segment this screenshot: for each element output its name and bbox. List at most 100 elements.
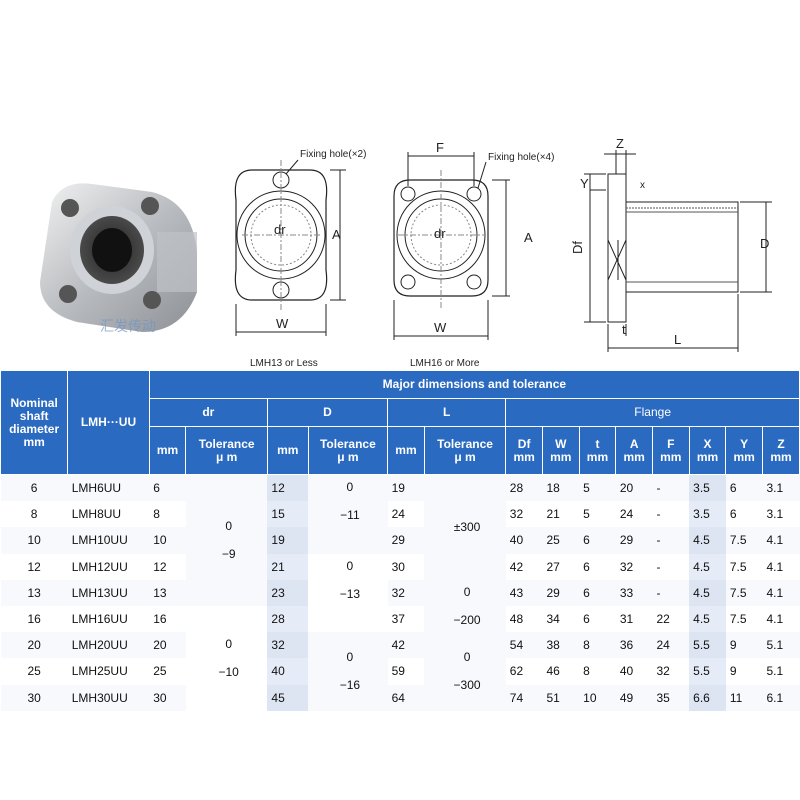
cell-d-tolerance: 0−16 bbox=[308, 632, 388, 711]
cell-df: 28 bbox=[505, 474, 543, 502]
cell-x: 4.5 bbox=[689, 605, 726, 633]
bore-label: dr bbox=[274, 222, 286, 237]
cell-z: 6.1 bbox=[762, 684, 800, 711]
cell-z: 4.1 bbox=[766, 559, 784, 574]
cell-d-tolerance bbox=[308, 605, 388, 633]
cell-y: 9 bbox=[725, 632, 763, 659]
cell-f: - bbox=[652, 579, 690, 606]
cell-d: 21 bbox=[267, 553, 309, 580]
table-row: 6 LMH6UU 6 0−9 12 0−11 19 ±300 28 18 5 2… bbox=[0, 474, 800, 606]
cell-f: - bbox=[652, 527, 690, 554]
cell-l: 30 bbox=[391, 559, 405, 574]
cell-z: 5.1 bbox=[762, 632, 800, 659]
cell-z: 3.1 bbox=[766, 507, 784, 522]
cell-x: 5.5 bbox=[689, 658, 726, 685]
cell-df: 48 bbox=[509, 612, 524, 627]
cell-d: 45 bbox=[267, 684, 309, 711]
cell-x: 5.5 bbox=[689, 632, 726, 659]
cell-a: 31 bbox=[619, 612, 634, 627]
height-a-label: A bbox=[524, 230, 533, 245]
cell-model: LMH13UU bbox=[67, 579, 150, 606]
cell-w: 34 bbox=[546, 612, 560, 627]
cell-a: 33 bbox=[615, 579, 653, 606]
cell-l: 37 bbox=[391, 612, 405, 627]
cell-w: 38 bbox=[542, 632, 580, 659]
cell-d: 19 bbox=[267, 527, 309, 554]
cell-t: 6 bbox=[579, 579, 616, 606]
cell-dr-tolerance: 0−10 bbox=[185, 605, 268, 711]
cell-z: 3.1 bbox=[762, 474, 800, 502]
cell-d: 23 bbox=[267, 579, 309, 606]
cell-f: 32 bbox=[656, 664, 670, 679]
cell-dr: 13 bbox=[149, 579, 186, 606]
cell-x: 4.5 bbox=[689, 527, 726, 554]
cell-x: 3.5 bbox=[689, 501, 726, 528]
cell-df: 42 bbox=[509, 559, 524, 574]
cell-w: 51 bbox=[542, 684, 580, 711]
cell-l-tolerance: ±300 bbox=[424, 474, 506, 580]
cell-nominal: 16 bbox=[27, 612, 41, 627]
table-row: 12 LMH12UU 12 21 0−13 30 42 27 6 32 - 4.… bbox=[1, 553, 800, 606]
cell-t: 10 bbox=[579, 684, 616, 711]
cell-w: 18 bbox=[542, 474, 580, 502]
cell-df: 54 bbox=[505, 632, 543, 659]
cell-d-tolerance: 0−13 bbox=[308, 553, 388, 606]
header-l-mm: mm bbox=[387, 426, 425, 475]
cell-l: 42 bbox=[387, 632, 425, 659]
cell-f: 22 bbox=[656, 612, 670, 627]
cell-f: - bbox=[656, 559, 661, 574]
caption-lmh13: LMH13 or Less bbox=[250, 358, 318, 369]
header-flange: Flange bbox=[505, 398, 800, 427]
cell-f: - bbox=[656, 507, 661, 522]
x-label: x bbox=[640, 180, 645, 191]
fixing-hole-label: Fixing hole(×2) bbox=[300, 149, 366, 160]
cell-l: 29 bbox=[387, 527, 425, 554]
cell-d: 15 bbox=[267, 501, 309, 528]
y-label: Y bbox=[580, 176, 589, 191]
cell-t: 8 bbox=[583, 664, 590, 679]
cell-x: 4.5 bbox=[689, 553, 726, 580]
width-w-label: W bbox=[276, 316, 289, 331]
cell-x: 4.5 bbox=[689, 579, 726, 606]
header-nominal: Nominal shaft diameter mm bbox=[0, 370, 69, 475]
cell-l: 59 bbox=[391, 664, 405, 679]
header-d-mm: mm bbox=[266, 426, 309, 475]
cell-x: 3.5 bbox=[689, 474, 726, 502]
cell-f: 35 bbox=[652, 684, 690, 711]
cell-w: 21 bbox=[546, 507, 560, 522]
cell-model: LMH8UU bbox=[71, 507, 122, 522]
table-row: 8 LMH8UU 8 15 24 32 21 5 24 - 3.5 6 3.1 bbox=[1, 501, 800, 528]
cell-dr: 16 bbox=[153, 612, 167, 627]
cell-nominal: 6 bbox=[0, 474, 68, 502]
caption-lmh16: LMH16 or More bbox=[410, 358, 480, 369]
cell-dr: 10 bbox=[149, 527, 186, 554]
cell-w: 27 bbox=[546, 559, 560, 574]
table-row: 20 LMH20UU 20 32 0−16 42 0−300 54 38 8 3… bbox=[0, 632, 800, 711]
cell-a: 40 bbox=[619, 664, 634, 679]
cell-model: LMH30UU bbox=[67, 684, 150, 711]
cell-dr-tolerance: 0−9 bbox=[185, 474, 268, 606]
cell-model: LMH20UU bbox=[67, 632, 150, 659]
cell-f: 24 bbox=[652, 632, 690, 659]
cell-y: 7.5 bbox=[729, 612, 747, 627]
l-label: L bbox=[674, 332, 681, 347]
t-label: t bbox=[622, 322, 626, 337]
cell-a: 29 bbox=[615, 527, 653, 554]
top-f-label: F bbox=[436, 140, 444, 155]
cell-df: 74 bbox=[505, 684, 543, 711]
header-d: D bbox=[266, 398, 389, 427]
table-row: 10 LMH10UU 10 19 29 40 25 6 29 - 4.5 7.5… bbox=[0, 527, 800, 554]
cell-y: 7.5 bbox=[725, 527, 763, 554]
cell-z: 4.1 bbox=[762, 579, 800, 606]
df-label: Df bbox=[570, 241, 585, 254]
cell-d-tolerance bbox=[308, 527, 388, 554]
cell-dr: 20 bbox=[149, 632, 186, 659]
table-row: 25 LMH25UU 25 40 59 62 46 8 40 32 5.5 9 … bbox=[1, 658, 800, 685]
